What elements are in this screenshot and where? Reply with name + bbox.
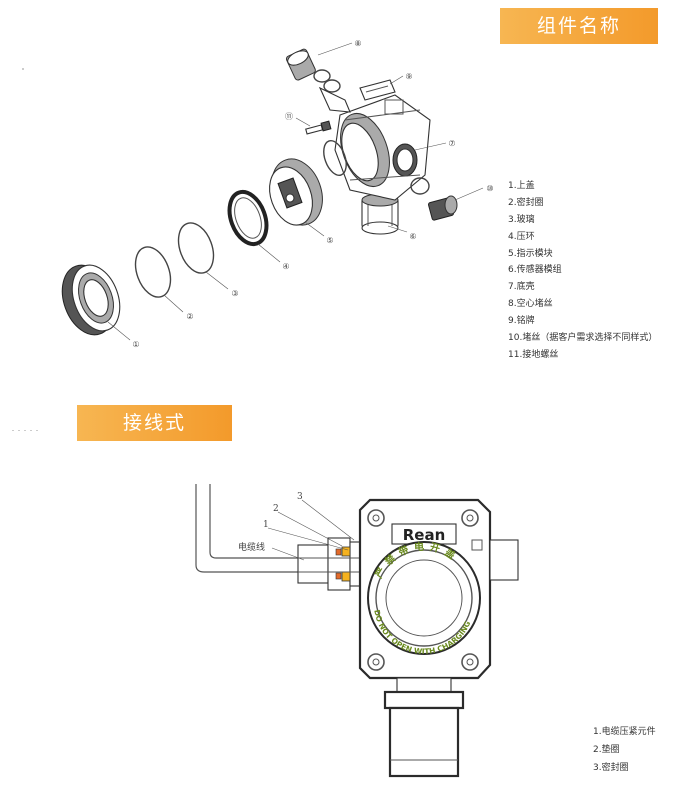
press-ring-part	[227, 189, 269, 247]
ground-screw-part	[305, 120, 332, 135]
nameplate-part	[359, 79, 396, 101]
wiring-callout-1: 1	[263, 520, 269, 530]
wiring-legend: 1.电缆压紧元件 2.垫圈 3.密封圈	[593, 723, 656, 777]
plug-part	[427, 195, 458, 221]
parts-legend-item: 2.密封圈	[508, 197, 544, 208]
callout-3: ③	[231, 289, 238, 298]
parts-legend-item: 11.接地螺丝	[508, 349, 559, 360]
callout-8: ⑧	[354, 39, 361, 48]
cable-label: 电缆线	[238, 541, 265, 553]
indicator-module-part	[269, 158, 323, 226]
parts-legend-item: 10.堵丝（据客户需求选择不同样式）	[508, 333, 658, 344]
callout-4: ④	[282, 262, 289, 271]
scan-dots	[12, 430, 38, 431]
parts-legend-item: 7.底壳	[508, 282, 535, 293]
parts-legend-item: 1.上盖	[508, 181, 535, 191]
brand-label: Rean	[403, 526, 446, 544]
callout-10: ⑩	[486, 184, 493, 193]
parts-legend-item: 8.空心堵丝	[508, 299, 553, 310]
parts-legend: 1.上盖 2.密封圈 3.玻璃 4.压环 5.指示模块 6.传感器模组 7.底壳…	[508, 178, 657, 364]
wiring-legend-item: 1.电缆压紧元件	[593, 727, 656, 737]
side-o-ring	[410, 177, 430, 195]
parts-legend-item: 5.指示模块	[508, 248, 553, 259]
wiring-title-banner: 接线式	[77, 405, 232, 441]
seal-ring-part	[134, 246, 172, 298]
sensor-module-part	[361, 193, 399, 235]
parts-legend-item: 3.玻璃	[508, 214, 535, 225]
base-housing-part	[334, 94, 431, 201]
parts-legend-item: 9.铭牌	[508, 316, 535, 327]
callout-7: ⑦	[448, 139, 455, 148]
components-title-banner: 组件名称	[500, 8, 658, 44]
scan-dot	[22, 68, 24, 70]
wiring-callout-3: 3	[297, 492, 303, 502]
glass-part	[177, 222, 215, 274]
housing-o-ring	[323, 140, 347, 176]
callout-5: ⑤	[326, 236, 333, 245]
callout-1: ①	[132, 340, 139, 349]
callout-6: ⑥	[409, 232, 416, 241]
wiring-diagram: Rean 严禁带电开盖 DO NOT OPEN WITH CHARGING	[195, 484, 519, 778]
cover-part	[61, 264, 121, 336]
callout-2: ②	[186, 312, 193, 321]
wiring-legend-item: 2.垫圈	[593, 745, 620, 755]
callout-9: ⑨	[405, 72, 412, 81]
parts-legend-item: 6.传感器模组	[508, 265, 562, 276]
wiring-callout-2: 2	[273, 504, 279, 514]
wiring-legend-item: 3.密封圈	[593, 763, 629, 773]
parts-legend-item: 4.压环	[508, 231, 535, 242]
callout-11: ⑪	[285, 112, 293, 121]
hollow-plug-part	[285, 48, 351, 113]
